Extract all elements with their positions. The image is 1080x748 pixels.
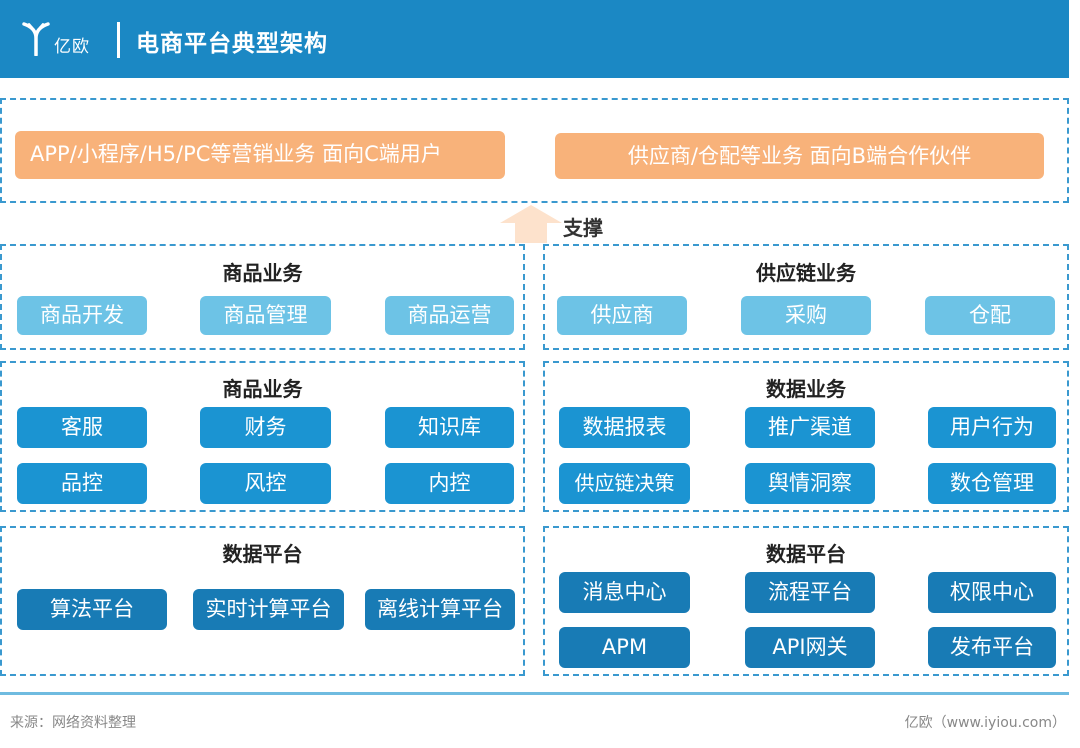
- service-item: 内控: [385, 463, 514, 504]
- page-title: 电商平台典型架构: [136, 31, 328, 57]
- platform-item: API网关: [745, 627, 875, 668]
- service-item: 风控: [200, 463, 331, 504]
- supply-item: 供应商: [557, 296, 687, 335]
- data-platform-box-right: 数据平台: [543, 526, 1069, 676]
- platform-item: APM: [559, 627, 690, 668]
- data-business-item: 舆情洞察: [745, 463, 875, 504]
- support-arrow-icon: [500, 205, 562, 243]
- data-business-box: 数据业务: [543, 361, 1069, 512]
- header-divider: [117, 22, 120, 58]
- product-item: 商品开发: [17, 296, 147, 335]
- data-business-item: 用户行为: [928, 407, 1056, 448]
- site-credit: 亿欧（www.iyiou.com）: [904, 715, 1066, 731]
- platform-item: 权限中心: [928, 572, 1056, 613]
- product-item: 商品管理: [200, 296, 331, 335]
- platform-item: 发布平台: [928, 627, 1056, 668]
- c-business-pill: APP/小程序/H5/PC等营销业务 面向C端用户: [15, 131, 505, 179]
- b-business-pill: 供应商/仓配等业务 面向B端合作伙伴: [555, 133, 1044, 179]
- supply-item: 仓配: [925, 296, 1055, 335]
- platform-item: 消息中心: [559, 572, 690, 613]
- service-item: 品控: [17, 463, 147, 504]
- section-title: 数据业务: [766, 377, 846, 401]
- supply-item: 采购: [741, 296, 871, 335]
- front-business-box: [0, 98, 1069, 203]
- footer-divider: [0, 692, 1069, 695]
- platform-item: 实时计算平台: [193, 589, 344, 630]
- section-title: 数据平台: [222, 542, 303, 566]
- section-title: 供应链业务: [756, 261, 856, 285]
- supply-chain-business-box: 供应链业务: [543, 244, 1069, 350]
- service-item: 财务: [200, 407, 331, 448]
- section-title: 商品业务: [222, 261, 303, 285]
- support-label: 支撑: [563, 216, 603, 240]
- data-platform-box-left: 数据平台: [0, 526, 525, 676]
- service-business-box: 商品业务: [0, 361, 525, 512]
- platform-item: 离线计算平台: [365, 589, 515, 630]
- data-business-item: 数仓管理: [928, 463, 1056, 504]
- source-note: 来源：网络资料整理: [10, 715, 136, 731]
- data-business-item: 供应链决策: [559, 463, 690, 504]
- data-business-item: 数据报表: [559, 407, 690, 448]
- product-item: 商品运营: [385, 296, 514, 335]
- section-title: 数据平台: [766, 542, 846, 566]
- header-bar: 亿欧 电商平台典型架构: [0, 0, 1069, 78]
- platform-item: 流程平台: [745, 572, 875, 613]
- product-business-box: 商品业务: [0, 244, 525, 350]
- logo-text: 亿欧: [54, 37, 90, 57]
- service-item: 客服: [17, 407, 147, 448]
- section-title: 商品业务: [222, 377, 303, 401]
- data-business-item: 推广渠道: [745, 407, 875, 448]
- platform-item: 算法平台: [17, 589, 167, 630]
- yiou-logo-icon: [22, 22, 50, 56]
- service-item: 知识库: [385, 407, 514, 448]
